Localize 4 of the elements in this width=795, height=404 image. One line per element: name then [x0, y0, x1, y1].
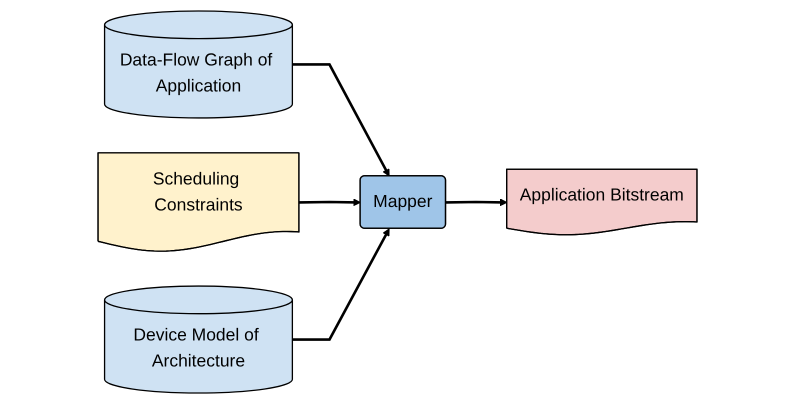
arrow — [292, 228, 390, 341]
arrow — [446, 198, 508, 206]
arrow — [299, 198, 361, 206]
arrow — [292, 63, 390, 177]
